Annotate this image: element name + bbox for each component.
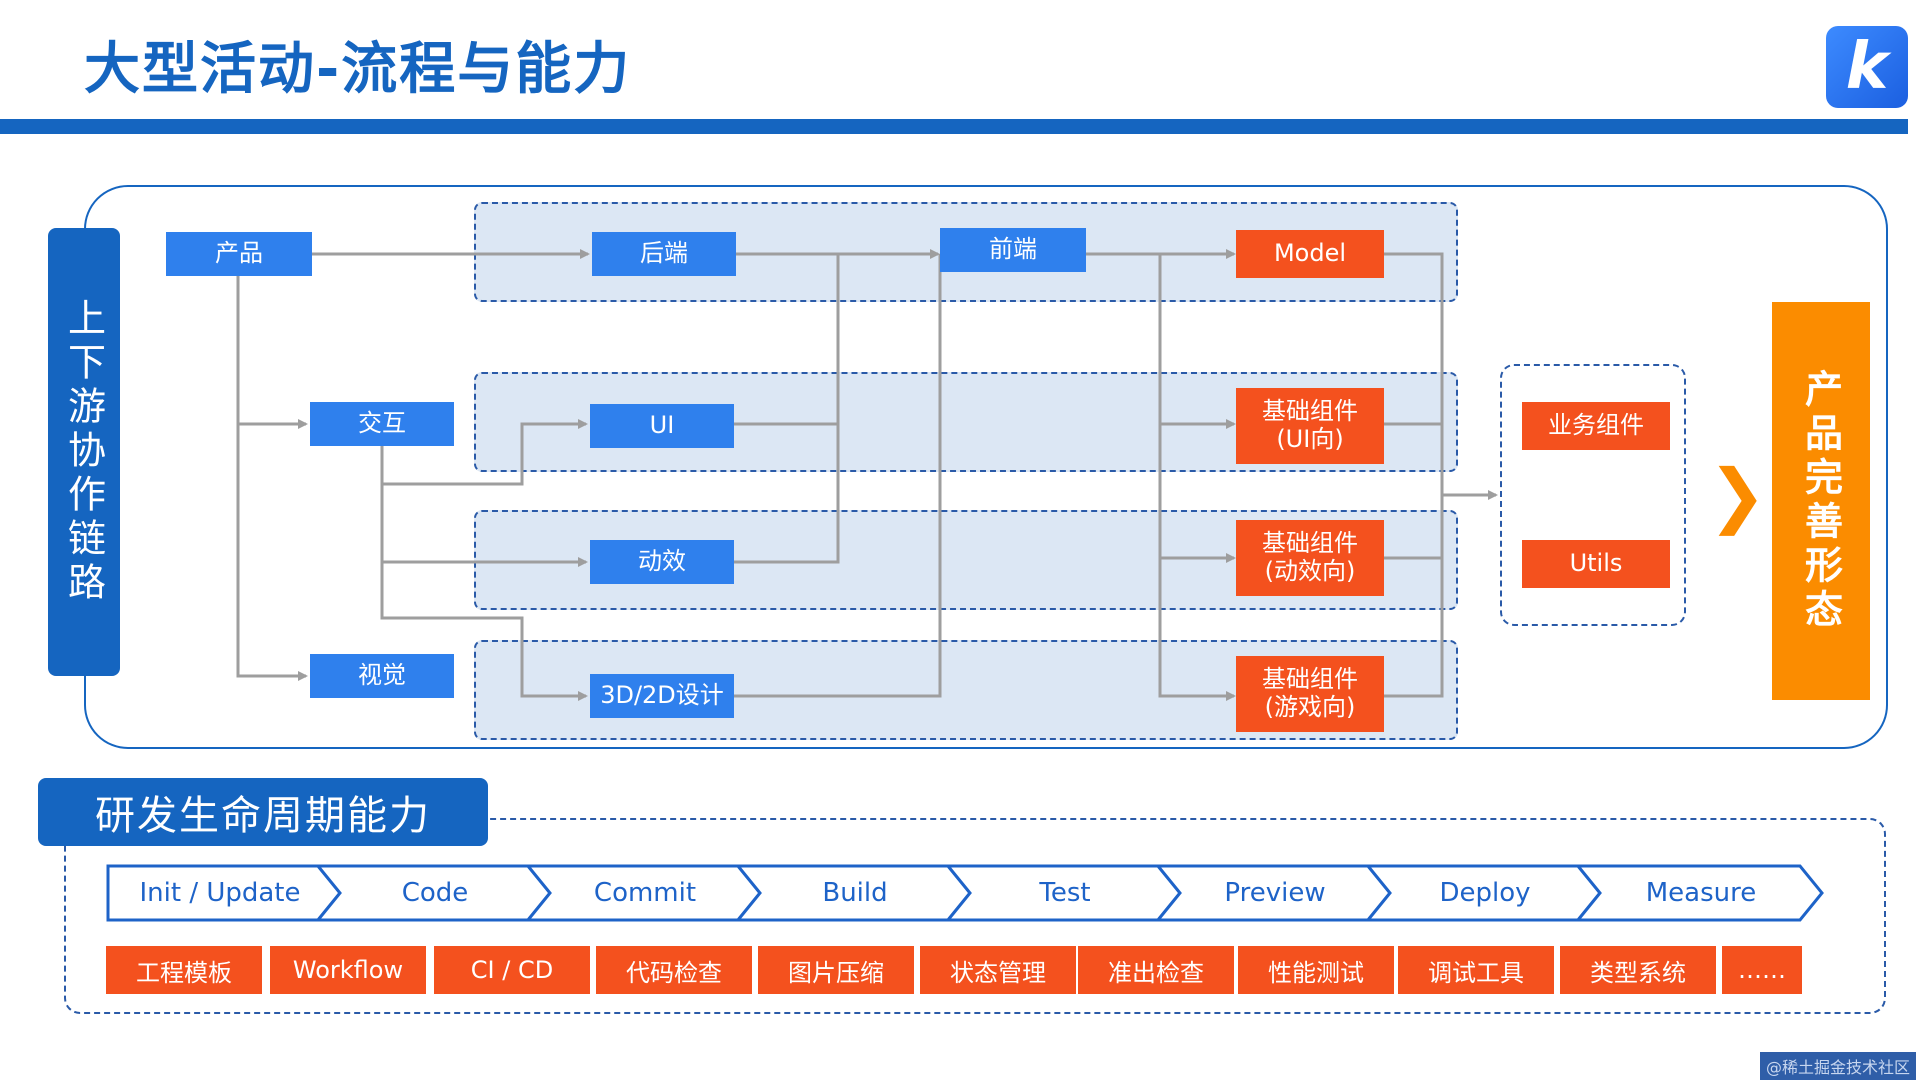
stage-arrow-measure: [1574, 864, 1824, 922]
node-backend[interactable]: 后端: [592, 232, 736, 276]
brand-logo: k: [1826, 26, 1908, 108]
stage-preview[interactable]: Preview: [1224, 878, 1326, 908]
node-3d-2d-design[interactable]: 3D/2D设计: [590, 674, 734, 718]
node-motion[interactable]: 动效: [590, 540, 734, 584]
product-final-form-label: 产品完善形态: [1772, 302, 1870, 700]
capability-state-management[interactable]: 状态管理: [920, 946, 1076, 994]
node-frontend[interactable]: 前端: [940, 228, 1086, 272]
capability-type-system[interactable]: 类型系统: [1560, 946, 1716, 994]
lifecycle-section-title: 研发生命周期能力: [38, 778, 488, 846]
stage-measure[interactable]: Measure: [1645, 878, 1757, 908]
stage-init-update[interactable]: Init / Update: [139, 878, 301, 908]
node-visual[interactable]: 视觉: [310, 654, 454, 698]
capability-release-check[interactable]: 准出检查: [1078, 946, 1234, 994]
capability-ci-cd[interactable]: CI / CD: [434, 946, 590, 994]
stage-commit[interactable]: Commit: [593, 878, 697, 908]
header-divider: [0, 119, 1908, 134]
lifecycle-frame: [64, 818, 1886, 1014]
node-model[interactable]: Model: [1236, 230, 1384, 278]
node-base-component-game[interactable]: 基础组件 (游戏向): [1236, 656, 1384, 732]
stage-build[interactable]: Build: [822, 878, 888, 908]
node-interaction[interactable]: 交互: [310, 402, 454, 446]
upstream-downstream-label: 上下游协作链路: [48, 228, 120, 676]
capability-project-template[interactable]: 工程模板: [106, 946, 262, 994]
stage-code[interactable]: Code: [401, 878, 469, 908]
capability-more[interactable]: ……: [1722, 946, 1802, 994]
watermark: @稀土掘金技术社区: [1760, 1052, 1917, 1080]
chevron-right-icon: ❯: [1708, 454, 1767, 536]
node-base-component-motion[interactable]: 基础组件 (动效向): [1236, 520, 1384, 596]
node-ui[interactable]: UI: [590, 404, 734, 448]
capability-performance-test[interactable]: 性能测试: [1238, 946, 1394, 994]
node-utils[interactable]: Utils: [1522, 540, 1670, 588]
node-base-component-ui[interactable]: 基础组件 (UI向): [1236, 388, 1384, 464]
stage-deploy[interactable]: Deploy: [1439, 878, 1531, 908]
node-product[interactable]: 产品: [166, 232, 312, 276]
capability-code-check[interactable]: 代码检查: [596, 946, 752, 994]
capability-debug-tools[interactable]: 调试工具: [1398, 946, 1554, 994]
node-business-component[interactable]: 业务组件: [1522, 402, 1670, 450]
capability-image-compress[interactable]: 图片压缩: [758, 946, 914, 994]
component-group-box: [1500, 364, 1686, 626]
page-title: 大型活动-流程与能力: [84, 37, 632, 102]
stage-test[interactable]: Test: [1039, 878, 1091, 908]
capability-workflow[interactable]: Workflow: [270, 946, 426, 994]
